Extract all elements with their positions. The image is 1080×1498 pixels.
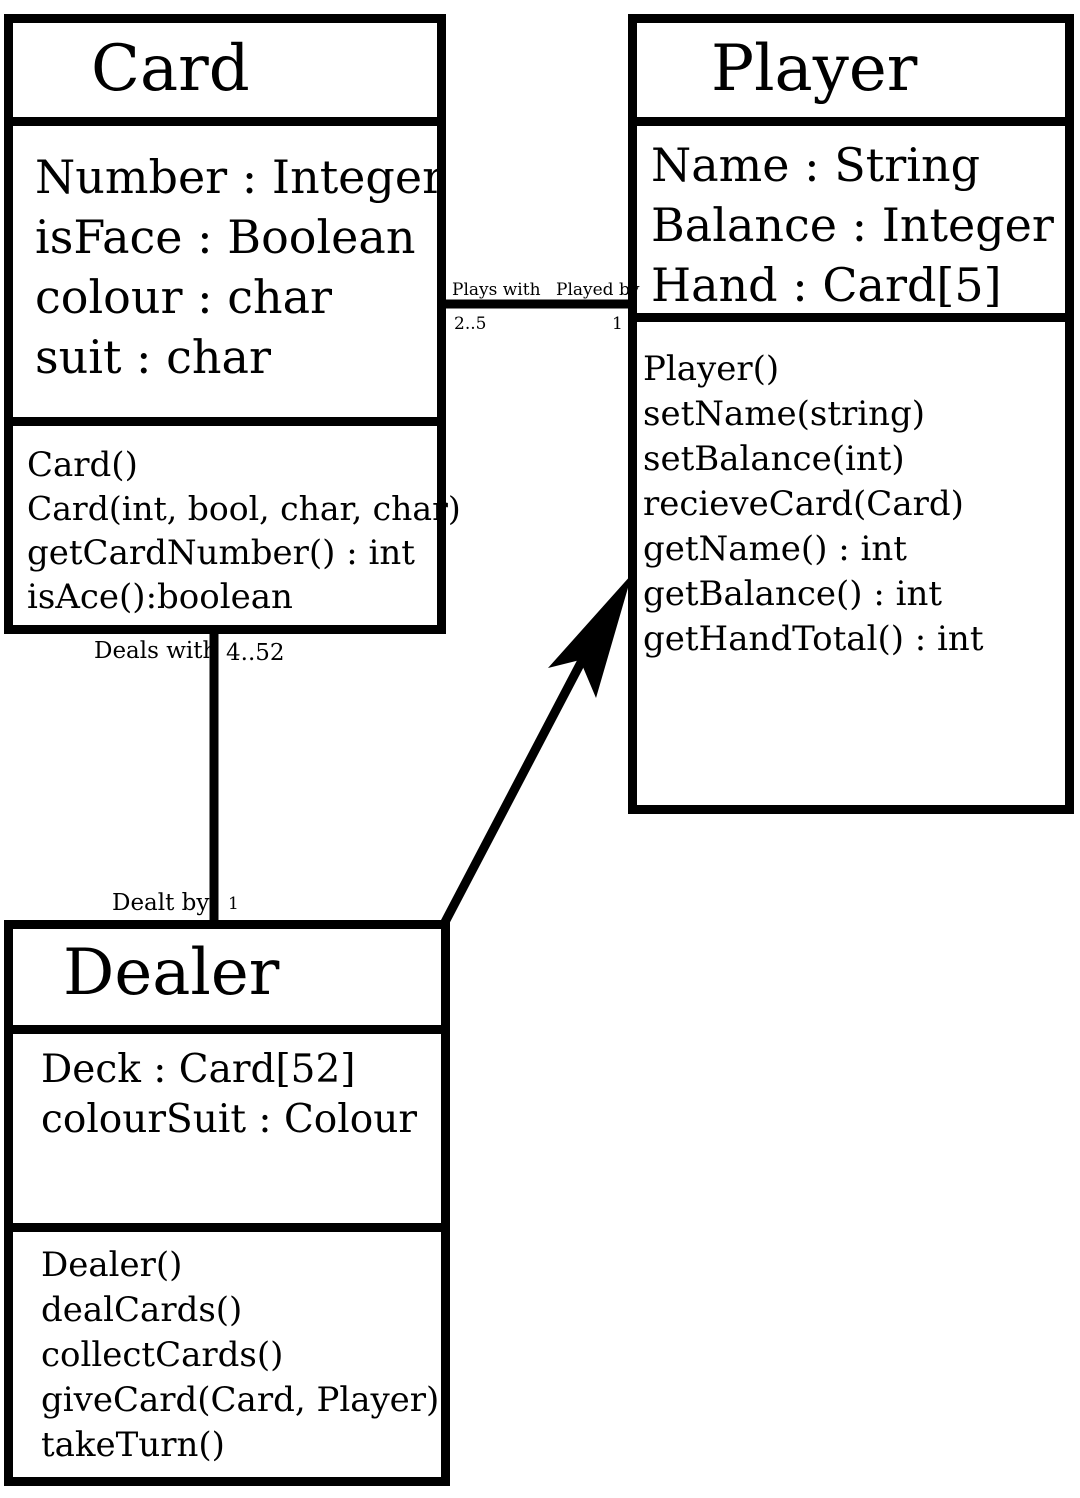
class-player-attributes: Name : String Balance : Integer Hand : C… <box>637 117 1065 313</box>
multiplicity-label-card-dealer: 4..52 <box>226 640 285 666</box>
class-dealer-operation: takeTurn() <box>41 1425 225 1465</box>
class-dealer-attributes: Deck : Card[52] colourSuit : Colour <box>13 1025 441 1223</box>
class-player-attribute: Balance : Integer <box>651 198 1054 252</box>
class-card-operation: Card(int, bool, char, char) <box>27 489 461 528</box>
class-dealer-name: Dealer <box>63 936 280 1010</box>
class-player-operation: getName() : int <box>643 529 907 569</box>
class-player-operations: Player() setName(string) setBalance(int)… <box>637 313 1065 805</box>
class-player-operation: getHandTotal() : int <box>643 619 984 659</box>
class-dealer-operation: collectCards() <box>41 1335 284 1375</box>
role-label-dealt-by: Dealt by <box>112 890 210 916</box>
class-player-operation: getBalance() : int <box>643 574 943 614</box>
class-card-attribute: isFace : Boolean <box>35 210 416 264</box>
class-player: Player Name : String Balance : Integer H… <box>628 14 1074 814</box>
class-player-operation: setName(string) <box>643 394 926 434</box>
multiplicity-label-player: 1 <box>612 314 623 334</box>
class-dealer-name-compartment: Dealer <box>13 929 441 1025</box>
class-card-attributes: Number : Integer isFace : Boolean colour… <box>13 117 444 417</box>
class-card-operation: Card() <box>27 445 138 485</box>
class-dealer-operations: Dealer() dealCards() collectCards() give… <box>13 1223 441 1477</box>
class-card-operation: getCardNumber() : int <box>27 533 415 573</box>
class-card: Card Number : Integer isFace : Boolean c… <box>4 14 461 634</box>
class-card-attribute: Number : Integer <box>35 150 445 204</box>
class-player-operation: Player() <box>643 349 780 389</box>
class-dealer-operation: giveCard(Card, Player) <box>41 1380 440 1420</box>
class-dealer-operation: dealCards() <box>41 1290 243 1330</box>
class-dealer-operation: Dealer() <box>41 1245 183 1285</box>
class-card-attribute: colour : char <box>35 270 333 324</box>
role-label-plays-with: Plays with <box>452 280 541 300</box>
class-player-attribute: Name : String <box>651 138 981 192</box>
arrowhead-icon <box>548 574 632 698</box>
class-player-name-compartment: Player <box>637 23 1065 117</box>
role-label-deals-with: Deals with <box>94 638 218 664</box>
class-card-name: Card <box>91 32 250 106</box>
class-player-name: Player <box>711 32 918 106</box>
class-card-operations: Card() Card(int, bool, char, char) getCa… <box>13 417 461 625</box>
class-card-attribute: suit : char <box>35 330 271 384</box>
class-player-operation: setBalance(int) <box>643 439 905 479</box>
class-dealer-attribute: Deck : Card[52] <box>41 1047 356 1092</box>
multiplicity-label-card-player: 2..5 <box>454 314 487 334</box>
multiplicity-label-dealer: 1 <box>228 894 239 914</box>
class-dealer: Dealer Deck : Card[52] colourSuit : Colo… <box>4 920 450 1486</box>
role-label-played-by: Played by <box>556 280 640 300</box>
class-card-name-compartment: Card <box>13 23 437 117</box>
class-dealer-attribute: colourSuit : Colour <box>41 1097 417 1142</box>
class-player-attribute: Hand : Card[5] <box>651 258 1002 312</box>
class-player-operation: recieveCard(Card) <box>643 484 964 524</box>
association-dealer-player <box>440 627 602 927</box>
class-card-operation: isAce():boolean <box>27 577 293 617</box>
